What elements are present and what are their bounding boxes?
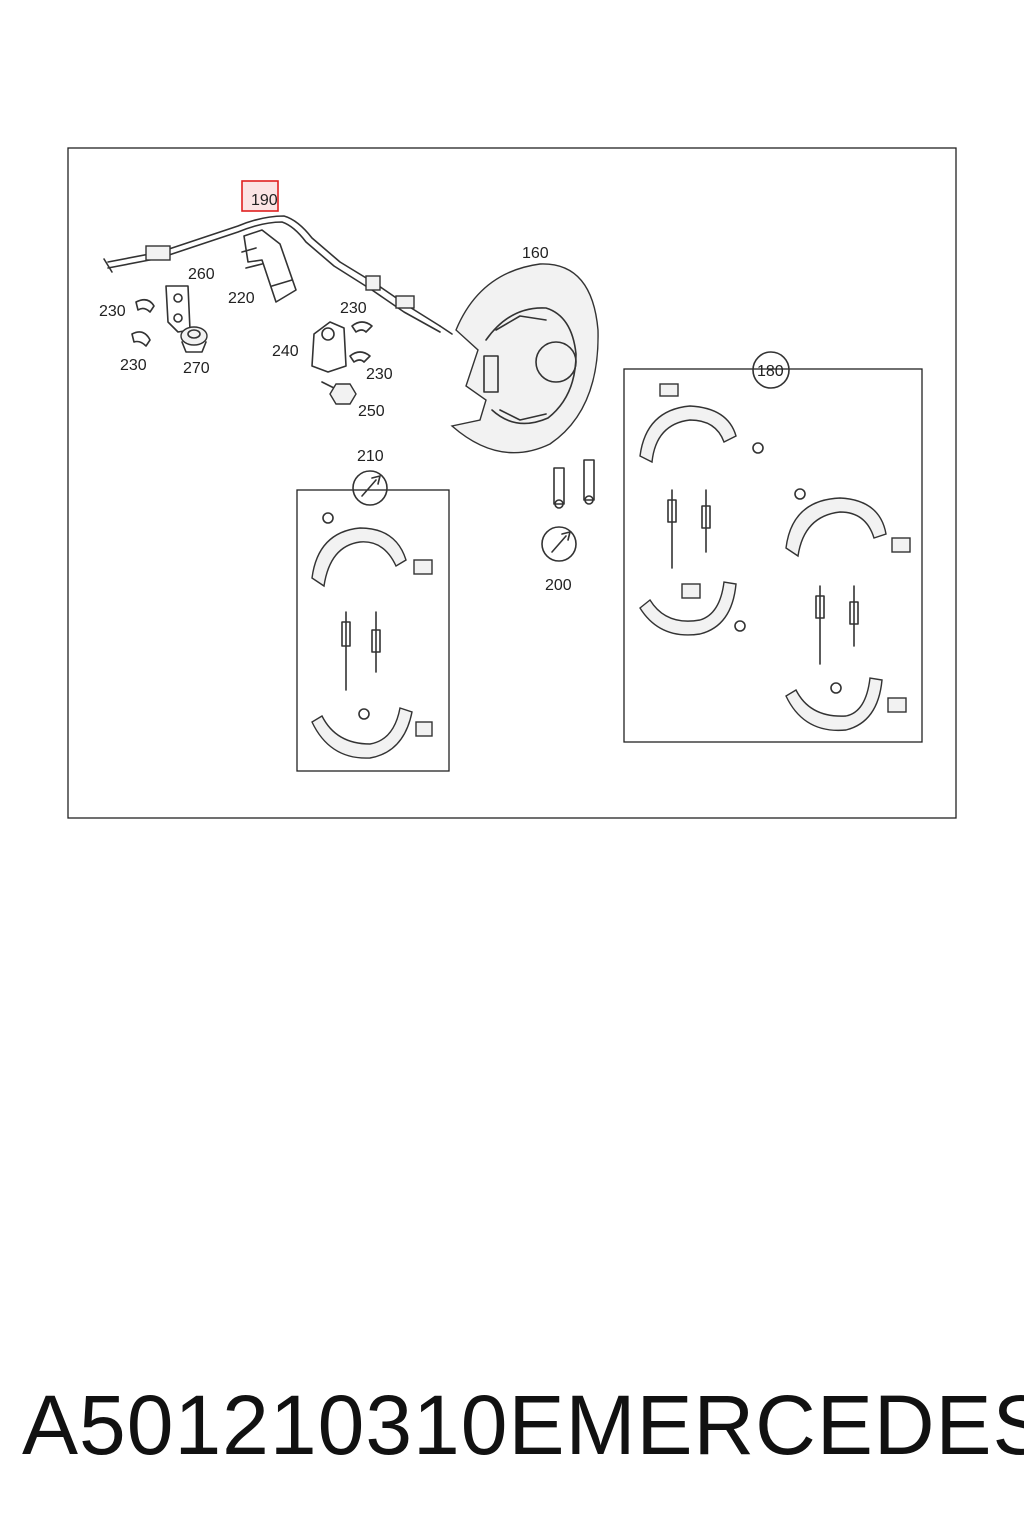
label-250: 250 — [358, 403, 385, 420]
label-180: 180 — [757, 363, 784, 380]
clip-left-lower — [131, 331, 151, 347]
label-190: 190 — [251, 192, 278, 209]
kit-180-shoes-springs — [639, 383, 911, 732]
cable-bracket — [311, 321, 347, 373]
part-number: A501210310E — [22, 1377, 566, 1472]
label-260: 260 — [188, 266, 215, 283]
label-230-d: 230 — [366, 366, 393, 383]
kit-180-frame — [623, 368, 923, 743]
label-240: 240 — [272, 343, 299, 360]
label-230-c: 230 — [340, 300, 367, 317]
mounting-bracket — [165, 285, 191, 333]
hex-bolt — [321, 381, 357, 405]
brake-cable — [103, 215, 453, 335]
diagram-frame — [67, 147, 957, 819]
backing-plate — [450, 263, 599, 454]
kit-210-shoes-springs — [311, 512, 433, 759]
label-270: 270 — [183, 360, 210, 377]
wrench-icon — [352, 470, 388, 506]
kit-180-badge — [752, 351, 790, 389]
product-caption: A501210310E MERCEDES — [0, 1370, 1024, 1480]
cable-holder-clip — [241, 229, 297, 303]
label-230-b: 230 — [120, 357, 147, 374]
kit-210-frame — [296, 489, 450, 772]
label-210: 210 — [357, 448, 384, 465]
clip-center-lower — [349, 351, 371, 363]
brake-adjuster-kit — [541, 459, 595, 562]
clip-center-upper — [351, 321, 373, 333]
label-230-a: 230 — [99, 303, 126, 320]
brand-name: MERCEDES — [565, 1377, 1024, 1472]
label-200: 200 — [545, 577, 572, 594]
label-220: 220 — [228, 290, 255, 307]
rubber-grommet — [180, 326, 208, 353]
highlight-box-190 — [241, 180, 279, 212]
label-160: 160 — [522, 245, 549, 262]
clip-left-upper — [135, 298, 155, 313]
